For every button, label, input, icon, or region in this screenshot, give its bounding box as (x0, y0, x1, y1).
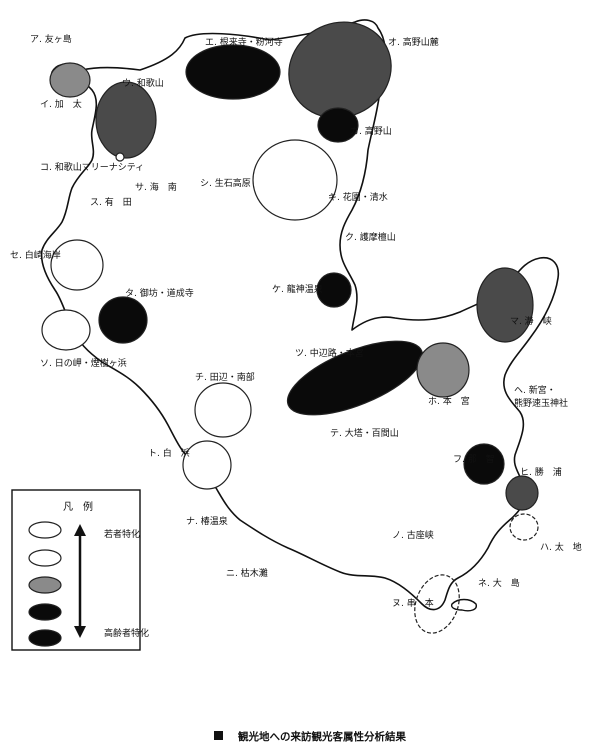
marina-marker (115, 152, 125, 162)
label-taiji: ハ. 太 地 (540, 541, 582, 553)
ellipse-hongu (416, 342, 470, 398)
label-tanabe: チ. 田辺・南部 (195, 371, 255, 383)
legend-swatch-white-2 (28, 549, 62, 567)
ellipse-shirahama (182, 440, 232, 490)
legend-swatch-black (28, 629, 62, 647)
ellipse-koyasan-foot (288, 21, 392, 119)
label-kainan: サ. 海 南 (135, 181, 177, 193)
label-negoroji: エ. 根来寺・粉河寺 (205, 36, 283, 48)
legend: 凡 例 若者特化 高齢者特化 (11, 489, 149, 651)
label-karekinada: ニ. 枯木灘 (226, 567, 268, 579)
label-katsuura: ヒ. 勝 浦 (520, 466, 562, 478)
label-hinomisaki: ソ. 日の岬・煙樹ヶ浜 (40, 357, 127, 369)
legend-swatch-white-1 (28, 521, 62, 539)
ellipse-dorokyo (476, 267, 534, 343)
caption-bullet (214, 731, 223, 740)
ellipse-wakayama (95, 81, 157, 159)
ellipse-tanabe (194, 382, 252, 438)
ellipse-nachi (463, 443, 505, 485)
label-kata: イ. 加 太 (40, 98, 82, 110)
label-hanazono: キ. 花園・清水 (328, 191, 388, 203)
oshima-island (450, 598, 477, 612)
label-koyasan: カ. 高野山 (350, 125, 392, 137)
label-oishi: シ. 生石高原 (200, 177, 251, 189)
legend-swatch-gray (28, 576, 62, 594)
ellipse-taiji (509, 513, 539, 541)
ellipse-ryujin (316, 272, 352, 308)
label-koyasan-foot: オ. 高野山麓 (388, 36, 439, 48)
ellipse-negoroji (185, 44, 281, 100)
ellipse-oishi-kogen (252, 139, 338, 221)
label-kushimoto: ヌ. 串 本 (392, 597, 434, 609)
ellipse-kushimoto (414, 574, 460, 634)
legend-swatch-dark (28, 603, 62, 621)
legend-arrow-up-head (74, 524, 86, 536)
label-tsubaki: ナ. 椿温泉 (186, 515, 228, 527)
ellipse-koyasan (317, 107, 359, 143)
label-nachi: フ. 那 智 (453, 453, 495, 465)
ellipse-shirasaki (50, 239, 104, 291)
ellipse-kata (49, 62, 91, 98)
prefecture-outline (40, 19, 560, 611)
ellipse-katsuura (505, 475, 539, 511)
legend-old-label: 高齢者特化 (104, 627, 149, 639)
label-kozakyo: ノ. 古座峡 (392, 529, 434, 541)
legend-arrow-down-head (74, 626, 86, 638)
label-gomadan: ク. 護摩檀山 (345, 231, 396, 243)
caption: 観光地への来訪観光客属性分析結果 (238, 730, 406, 743)
legend-title: 凡 例 (63, 500, 93, 513)
label-shingu-2: 熊野速玉神社 (514, 397, 568, 409)
label-wakayama: ウ. 和歌山 (122, 77, 164, 89)
label-tomogashima: ア. 友ヶ島 (30, 33, 72, 45)
label-ryujin: ケ. 龍神温泉 (272, 283, 323, 295)
label-oto: テ. 大塔・百間山 (330, 427, 399, 439)
legend-young-label: 若者特化 (104, 528, 140, 540)
label-shirasaki: セ. 白崎海岸 (10, 249, 61, 261)
label-dorokyo: マ. 瀞 峡 (510, 315, 552, 327)
label-shingu: ヘ. 新宮・ (514, 384, 556, 396)
ellipse-nakahechi (286, 340, 424, 416)
label-oshima: ネ. 大 島 (478, 577, 520, 589)
label-marina: コ. 和歌山マリーナシティ (40, 161, 144, 173)
label-nakahechi: ツ. 中辺路・本宮 (295, 347, 364, 359)
label-arida: ス. 有 田 (90, 196, 132, 208)
ellipse-hinomisaki (41, 309, 91, 351)
label-gobo: タ. 御坊・道成寺 (125, 287, 194, 299)
label-hongu: ホ. 本 宮 (428, 395, 470, 407)
ellipse-gobo (98, 296, 148, 344)
label-shirahama: ト. 白 浜 (148, 447, 190, 459)
